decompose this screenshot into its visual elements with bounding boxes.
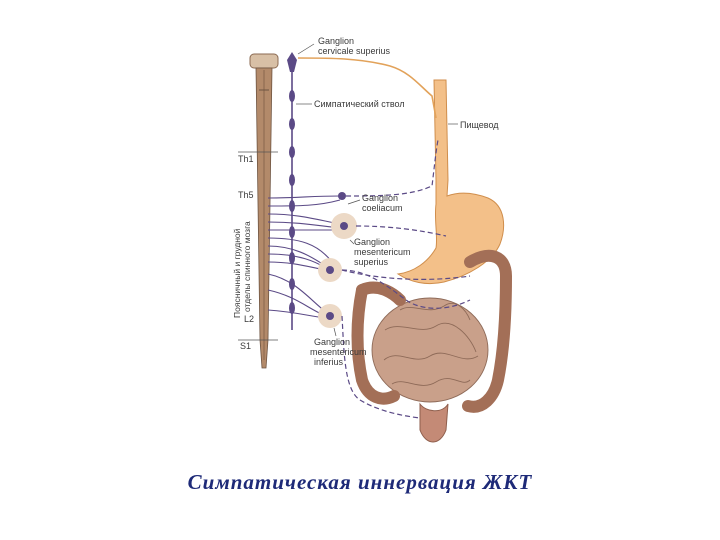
label-ganglion-coeliacum-2: coeliacum xyxy=(362,203,403,213)
label-ganglion-mes-sup-3: superius xyxy=(354,257,389,267)
label-ganglion-mes-sup-2: mesentericum xyxy=(354,247,411,257)
label-ganglion-mes-sup-1: Ganglion xyxy=(354,237,390,247)
segment-markers: Th1 Th5 L2 S1 xyxy=(238,151,278,351)
label-ganglion-mes-inf-1: Ganglion xyxy=(314,337,350,347)
preganglionic-fibres xyxy=(267,195,341,319)
rectum xyxy=(419,402,449,443)
label-ganglion-cervicale-1: Ganglion xyxy=(318,36,354,46)
spinal-cord-label-line2: отделы спинного мозга xyxy=(242,221,252,312)
cervical-fibre xyxy=(297,57,437,119)
label-ganglion-coeliacum-1: Ganglion xyxy=(362,193,398,203)
segment-l2: L2 xyxy=(244,314,254,324)
sympathetic-trunk xyxy=(287,52,297,330)
ganglion-mesentericum-inferius-node xyxy=(318,304,342,328)
postganglionic-fibres xyxy=(341,139,471,419)
spinal-cord xyxy=(249,53,279,369)
label-ganglion-mes-inf-2: mesentericum xyxy=(310,347,367,357)
ganglion-mesentericum-superius-node xyxy=(318,258,342,282)
segment-th1: Th1 xyxy=(238,154,254,164)
segment-th5: Th5 xyxy=(238,190,254,200)
small-intestine xyxy=(371,297,489,403)
label-esophagus: Пищевод xyxy=(460,120,499,130)
label-sympathetic-trunk: Симпатический ствол xyxy=(314,99,405,109)
large-intestine xyxy=(351,249,513,413)
diagram-labels: Ganglion cervicale superius Симпатически… xyxy=(310,36,499,367)
leader-lines xyxy=(296,43,458,337)
label-ganglion-cervicale-2: cervicale superius xyxy=(318,46,391,56)
segment-s1: S1 xyxy=(240,341,251,351)
ganglion-coeliacum-node xyxy=(331,192,357,239)
label-ganglion-mes-inf-3: inferius xyxy=(314,357,344,367)
spinal-cord-label-line1: Поясничный и грудной xyxy=(232,228,242,318)
esophagus-stomach xyxy=(396,79,505,285)
spinal-cord-label: Поясничный и грудной отделы спинного моз… xyxy=(232,221,252,318)
caption: Симпатическая иннервация ЖКТ xyxy=(187,470,533,494)
